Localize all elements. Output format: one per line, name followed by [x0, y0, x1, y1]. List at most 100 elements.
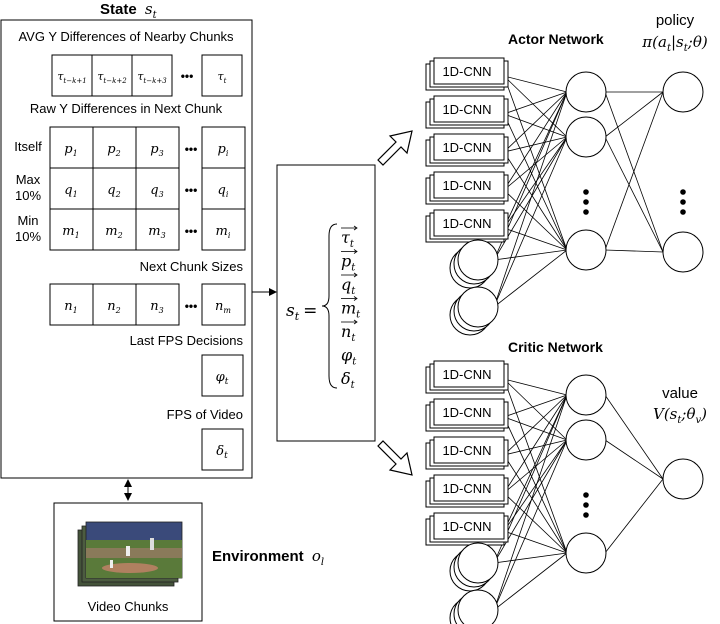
raw-cell-symbol: m3: [148, 224, 165, 240]
fps-decisions-label: Last FPS Decisions: [130, 333, 244, 348]
cnn-block: 1D-CNN: [425, 171, 509, 205]
raw-cell: [49, 167, 94, 210]
cnn-label: 1D-CNN: [442, 405, 491, 420]
avg-cell: [51, 54, 93, 97]
value-label: value: [662, 385, 698, 402]
fps-video-label: FPS of Video: [167, 407, 243, 422]
connection: [503, 394, 568, 418]
ellipsis-dot: [583, 189, 589, 195]
policy-formula: π(at|st;θ): [641, 33, 708, 54]
connection: [604, 394, 664, 480]
size-cell-symbol: nm: [215, 299, 231, 315]
connection: [503, 151, 568, 251]
equation-term: mt: [341, 299, 361, 321]
equation-lhs: st=: [286, 301, 317, 323]
policy-label: policy: [656, 12, 695, 29]
connection: [503, 394, 568, 494]
hidden-neuron: [565, 229, 607, 271]
cnn-block: 1D-CNN: [425, 360, 509, 394]
connection: [503, 75, 568, 138]
vector-arrow-tip: [353, 225, 358, 231]
vector-arrow-tip: [353, 319, 358, 325]
size-cell: [49, 283, 94, 326]
cnn-block: 1D-CNN: [425, 95, 509, 129]
environment-panel: Video Chunks: [53, 502, 203, 622]
connection: [493, 552, 568, 611]
fps-decision-cell: [201, 354, 244, 397]
output-neuron: [662, 458, 704, 500]
raw-cell-symbol: p2: [107, 142, 120, 158]
raw-cell: [201, 208, 246, 251]
avg-cell-symbol: τt: [218, 70, 227, 85]
value-formula: V(st;θv): [653, 405, 707, 426]
hidden-neuron: [565, 532, 607, 574]
raw-cell-symbol: p1: [64, 142, 77, 158]
ellipsis-dot: [680, 189, 686, 195]
chunk-sizes-label: Next Chunk Sizes: [140, 259, 244, 274]
raw-cell-symbol: q3: [150, 183, 163, 199]
hidden-neuron: [565, 116, 607, 158]
network-connections: [493, 75, 664, 308]
cnn-label: 1D-CNN: [442, 481, 491, 496]
equation-brace: [321, 223, 338, 389]
cnn-block: 1D-CNN: [425, 57, 509, 91]
connection: [604, 91, 664, 251]
connection: [503, 530, 568, 554]
connection: [503, 492, 568, 554]
connection: [493, 136, 568, 308]
connection: [503, 394, 568, 456]
connection: [604, 439, 664, 480]
vector-arrow-tip: [353, 249, 358, 254]
cnn-block: 1D-CNN: [425, 398, 509, 432]
connection: [503, 454, 568, 554]
input-neuron-stack: [449, 239, 499, 289]
connection: [493, 394, 568, 611]
connection: [503, 189, 568, 251]
raw-cell-symbol: m1: [62, 224, 79, 240]
connection: [503, 91, 568, 153]
fps-video-symbol: δt: [216, 444, 228, 461]
ellipsis: •••: [185, 299, 198, 313]
cnn-label: 1D-CNN: [442, 64, 491, 79]
connection: [503, 416, 568, 441]
equation-term: nt: [341, 322, 356, 344]
cnn-label: 1D-CNN: [442, 178, 491, 193]
size-cell-symbol: n3: [150, 299, 163, 315]
equation-term: δt: [341, 369, 356, 391]
raw-cell: [92, 126, 137, 169]
network-connections: [493, 378, 664, 611]
raw-cell: [92, 208, 137, 251]
connection: [503, 75, 568, 93]
cnn-block: 1D-CNN: [425, 436, 509, 470]
ellipsis-dot: [680, 199, 686, 205]
ellipsis-dot: [583, 209, 589, 215]
raw-cell: [135, 167, 180, 210]
size-cell: [135, 283, 180, 326]
equation-term: pt: [341, 252, 356, 274]
output-neuron: [662, 231, 704, 273]
cnn-block: 1D-CNN: [425, 512, 509, 546]
raw-cell-symbol: qi: [218, 183, 229, 199]
connection: [503, 113, 568, 138]
connection: [493, 552, 568, 564]
raw-cell-symbol: m2: [105, 224, 122, 240]
ellipsis: •••: [181, 69, 194, 83]
size-cell: [201, 283, 246, 326]
cnn-block: 1D-CNN: [425, 209, 509, 243]
connection: [493, 249, 568, 308]
video-chunks-caption: Video Chunks: [88, 599, 169, 614]
raw-y-label: Raw Y Differences in Next Chunk: [30, 101, 223, 116]
ellipsis: •••: [185, 224, 198, 238]
connection: [503, 227, 568, 251]
actor-network-title: Actor Network: [508, 31, 604, 47]
vector-arrow-tip: [353, 296, 358, 301]
hidden-neuron: [565, 374, 607, 416]
equation-term: τt: [341, 228, 355, 250]
fps-decision-symbol: φt: [216, 370, 229, 387]
hidden-neuron: [565, 71, 607, 113]
connection: [493, 439, 568, 611]
avg-cell-symbol: τt−k+1: [57, 70, 86, 85]
cnn-label: 1D-CNN: [442, 216, 491, 231]
